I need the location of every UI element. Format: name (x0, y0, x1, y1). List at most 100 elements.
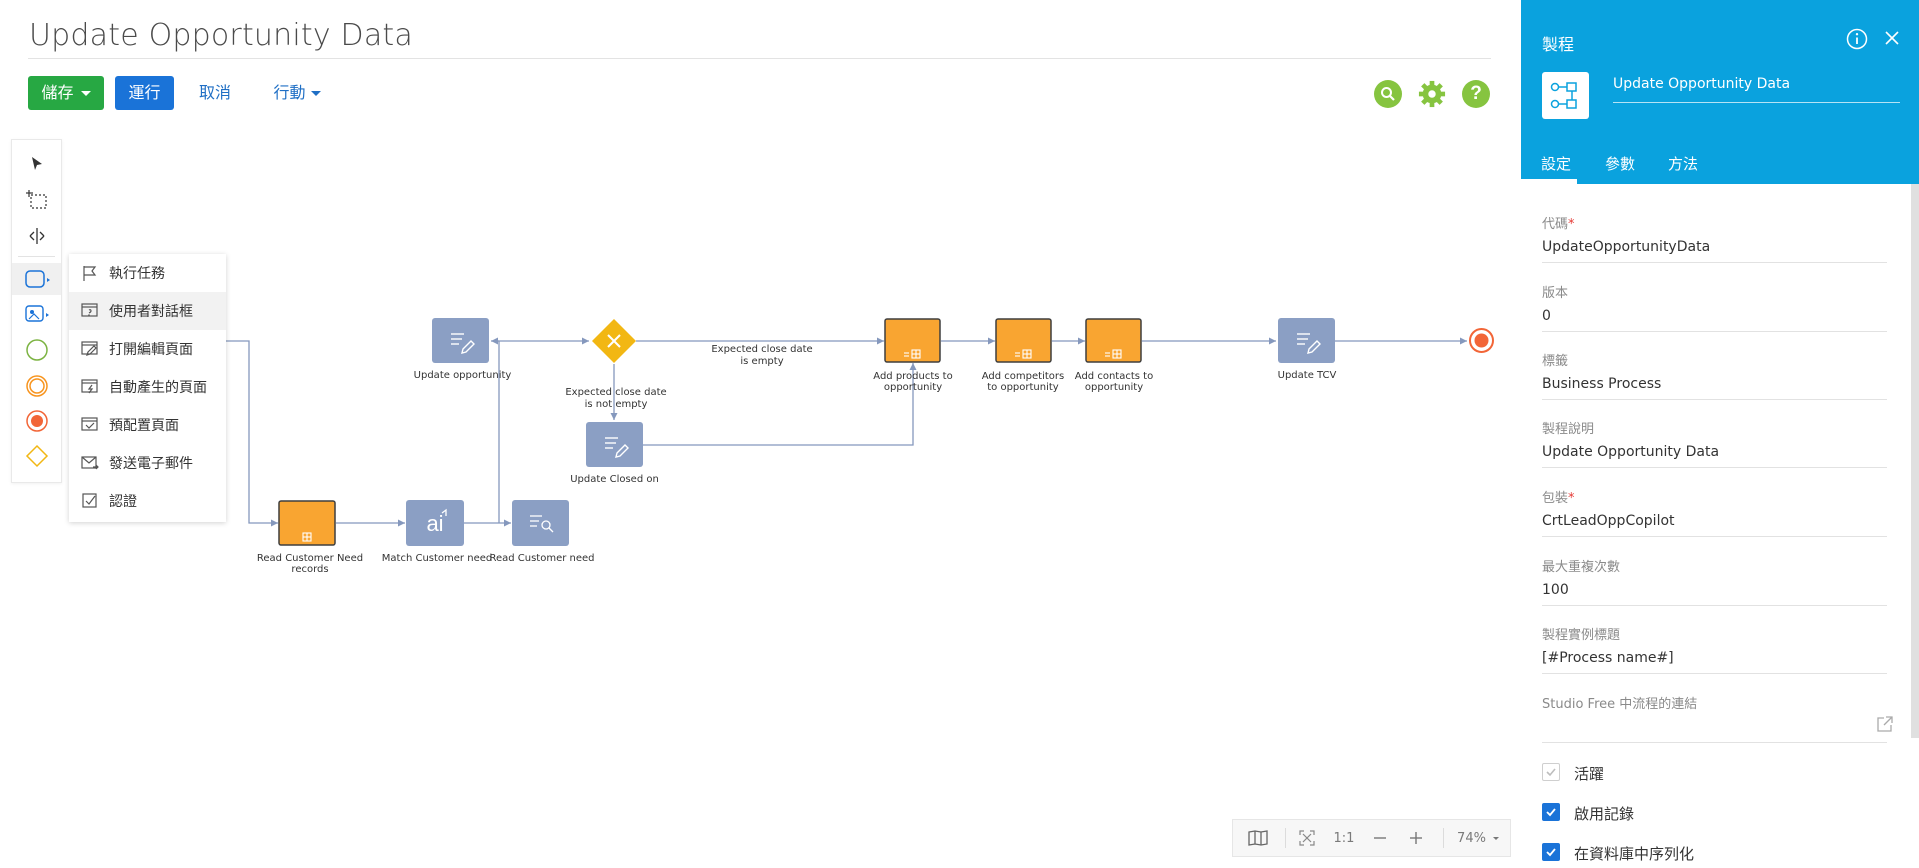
chevron-down-icon (80, 91, 91, 96)
task-shape-icon[interactable] (12, 263, 61, 295)
active-tab-indicator (1521, 179, 1577, 184)
node-label: Read Customer Need records (256, 553, 364, 575)
start-event-icon[interactable] (12, 334, 61, 366)
menu-item-user-dialog[interactable]: 使用者對話框 (69, 292, 226, 330)
node-add-competitors[interactable] (995, 318, 1052, 363)
info-icon[interactable] (1846, 28, 1868, 50)
node-end-event[interactable] (1468, 327, 1495, 354)
menu-item-perform-task[interactable]: 執行任務 (69, 254, 226, 292)
external-link-icon[interactable] (1876, 715, 1894, 733)
menu-item-auto-generated-page[interactable]: 自動產生的頁面 (69, 368, 226, 406)
menu-item-open-edit-page[interactable]: 打開編輯頁面 (69, 330, 226, 368)
divider (1542, 467, 1887, 468)
approval-icon (82, 493, 97, 508)
node-read-customer-need-records[interactable] (278, 500, 336, 546)
menu-item-label: 執行任務 (109, 266, 165, 282)
divider (1542, 399, 1887, 400)
menu-item-label: 打開編輯頁面 (109, 342, 193, 358)
cancel-button[interactable]: 取消 (198, 83, 231, 102)
field-studio-free-link[interactable]: Studio Free 中流程的連結 (1542, 693, 1887, 743)
menu-item-send-email[interactable]: 發送電子郵件 (69, 444, 226, 482)
zoom-actual-size-button[interactable]: 1:1 (1333, 830, 1355, 846)
checkbox-label: 在資料庫中序列化 (1574, 845, 1695, 863)
panel-header: 製程 Update Opportunity Data 設定 參數 方法 (1521, 0, 1919, 184)
field-label: 版本 (1542, 286, 1569, 301)
node-add-products[interactable] (884, 318, 941, 363)
field-caption[interactable]: 標籤 Business Process (1542, 350, 1887, 400)
active-checkbox[interactable] (1542, 763, 1560, 781)
overview-map-icon[interactable] (1237, 820, 1279, 856)
node-label: Update Closed on (570, 474, 659, 485)
tab-parameters[interactable]: 參數 (1605, 155, 1636, 173)
end-event-icon[interactable] (12, 405, 61, 437)
auto-page-icon (81, 379, 98, 394)
node-label: Add products to opportunity (873, 371, 953, 393)
pointer-icon[interactable] (12, 148, 61, 180)
menu-item-approval[interactable]: 認證 (69, 482, 226, 520)
node-exclusive-gateway[interactable] (591, 318, 637, 364)
search-icon[interactable] (1374, 80, 1402, 108)
help-icon[interactable]: ? (1462, 80, 1490, 108)
edge-label-not-empty: Expected close date is not empty (565, 387, 667, 410)
node-update-tcv[interactable] (1278, 318, 1335, 363)
panel-title: 製程 (1542, 35, 1575, 54)
move-icon[interactable] (12, 220, 61, 252)
node-label: Add competitors to opportunity (981, 371, 1065, 393)
actions-menu-button[interactable]: 行動 (268, 76, 326, 110)
save-button[interactable]: 儲存 (28, 76, 104, 110)
node-read-customer-need[interactable] (512, 500, 569, 546)
divider (1613, 102, 1900, 103)
element-toolbar (11, 139, 62, 483)
area-select-icon[interactable] (12, 184, 61, 216)
panel-scrollbar[interactable] (1911, 184, 1919, 738)
menu-item-label: 使用者對話框 (109, 304, 193, 320)
zoom-in-button[interactable] (1399, 820, 1433, 856)
field-max-repetitions[interactable]: 最大重複次數 100 (1542, 556, 1887, 606)
properties-panel: 製程 Update Opportunity Data 設定 參數 方法 代碼* … (1521, 0, 1919, 868)
field-package[interactable]: 包裝* CrtLeadOppCopilot (1542, 487, 1887, 537)
divider (1542, 331, 1887, 332)
task-type-menu: 執行任務 使用者對話框 打開編輯頁面 自動產生的頁面 預配置頁面 發送電子郵件 … (69, 254, 226, 522)
field-value: 100 (1542, 582, 1569, 598)
gear-icon[interactable] (1418, 80, 1446, 108)
node-update-closed-on[interactable] (586, 422, 643, 467)
edge-label-empty: Expected close date is empty (711, 344, 813, 367)
node-label: Add contacts to opportunity (1074, 371, 1154, 393)
field-label-text: 包裝 (1542, 491, 1569, 506)
intermediate-event-icon[interactable] (12, 370, 61, 402)
node-update-opportunity[interactable] (432, 318, 489, 363)
process-canvas[interactable]: Update opportunity Expected close date i… (0, 0, 1519, 868)
run-button[interactable]: 運行 (115, 76, 174, 110)
menu-item-label: 自動產生的頁面 (109, 380, 207, 396)
close-icon[interactable] (1882, 28, 1902, 48)
media-task-icon[interactable] (12, 298, 61, 330)
enable-logging-checkbox[interactable] (1542, 803, 1560, 821)
node-add-contacts[interactable] (1085, 318, 1142, 363)
svg-text:ai: ai (426, 511, 443, 536)
node-match-customer-need[interactable]: ai (406, 500, 464, 546)
menu-item-label: 發送電子郵件 (109, 456, 193, 472)
field-code[interactable]: 代碼* UpdateOpportunityData (1542, 213, 1887, 263)
tab-methods[interactable]: 方法 (1668, 155, 1699, 173)
process-icon (1542, 72, 1589, 119)
field-instance-title[interactable]: 製程實例標題 [#Process name#] (1542, 624, 1887, 674)
process-name[interactable]: Update Opportunity Data (1613, 76, 1791, 92)
serialize-in-db-checkbox[interactable] (1542, 843, 1560, 861)
field-value: 0 (1542, 308, 1551, 324)
tab-settings[interactable]: 設定 (1541, 155, 1572, 173)
zoom-out-button[interactable] (1363, 820, 1397, 856)
zoom-level-select[interactable]: 74% (1451, 820, 1507, 856)
help-glyph: ? (1470, 83, 1482, 104)
node-label: Match Customer need (381, 553, 493, 564)
field-description[interactable]: 製程說明 Update Opportunity Data (1542, 418, 1887, 468)
actions-label: 行動 (273, 83, 306, 102)
field-value: Business Process (1542, 376, 1662, 392)
field-version[interactable]: 版本 0 (1542, 282, 1887, 332)
field-value: UpdateOpportunityData (1542, 239, 1711, 255)
field-label: Studio Free 中流程的連結 (1542, 697, 1698, 712)
divider (1542, 262, 1887, 263)
menu-item-preconfigured-page[interactable]: 預配置頁面 (69, 406, 226, 444)
field-label: 代碼* (1542, 213, 1887, 232)
fit-to-screen-icon[interactable] (1291, 820, 1323, 856)
gateway-icon[interactable] (12, 440, 61, 472)
